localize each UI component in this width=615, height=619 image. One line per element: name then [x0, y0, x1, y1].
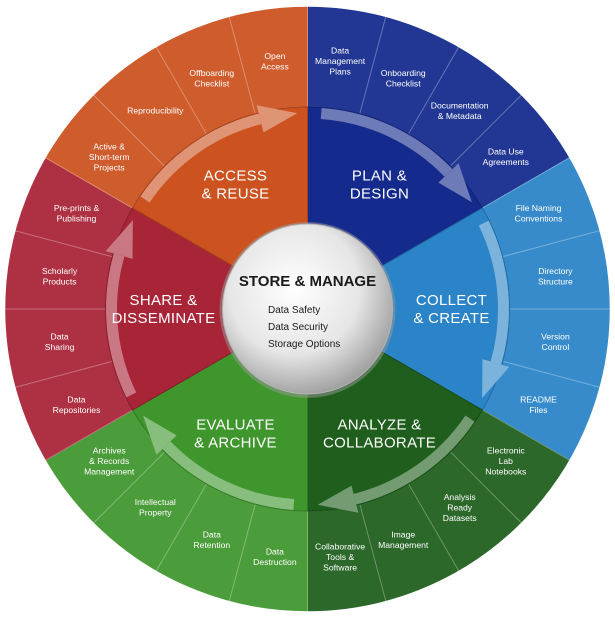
- subitem-label-plan-1-line-3: Plans: [329, 67, 351, 77]
- subitem-label-evaluate-4-line-3: Management: [84, 467, 135, 477]
- subitem-label-plan-3-line-2: & Metadata: [438, 111, 482, 121]
- segment-title-share-line-1: SHARE &: [130, 292, 198, 309]
- subitem-label-access-1-line-1: Active &: [93, 141, 125, 151]
- flow-arc-plan: [320, 107, 453, 177]
- subitem-label-access-4-line-2: Access: [261, 61, 289, 71]
- subitem-label-evaluate-4-line-1: Archives: [93, 446, 126, 456]
- subitem-label-collect-4-line-2: Files: [529, 405, 547, 415]
- flow-arrowhead-evaluate: [143, 415, 177, 455]
- subitem-label-share-4-line-1: Pre-prints &: [54, 203, 100, 213]
- subitem-label-share-2-line-2: Sharing: [45, 342, 75, 352]
- flow-arrowhead-analyze: [317, 485, 359, 513]
- subitem-label-analyze-4-line-3: Software: [323, 562, 357, 572]
- segment-title-plan-line-2: DESIGN: [350, 185, 409, 202]
- subitem-label-plan-2-line-1: Onboarding: [381, 68, 426, 78]
- subitem-label-share-3-line-2: Products: [43, 277, 77, 287]
- subitem-label-analyze-2-line-2: Ready: [447, 502, 473, 512]
- segment-title-access-line-1: ACCESS: [204, 167, 268, 184]
- segment-title-evaluate-line-1: EVALUATE: [196, 417, 275, 434]
- subitem-label-collect-3-line-1: Version: [541, 331, 570, 341]
- subitem-label-access-1-line-3: Projects: [94, 162, 125, 172]
- subitem-label-share-1-line-2: Repositories: [53, 405, 101, 415]
- subitem-label-analyze-1-line-1: Electronic: [487, 446, 525, 456]
- flow-arc-access: [140, 113, 262, 203]
- flow-arc-analyze: [353, 415, 475, 505]
- subitem-label-access-4-line-1: Open: [264, 51, 285, 61]
- subitem-label-collect-2-line-2: Structure: [538, 277, 573, 287]
- segment-title-analyze-line-2: COLLABORATE: [323, 435, 436, 452]
- flow-arrowhead-collect: [482, 359, 510, 398]
- subitem-label-analyze-3-line-1: Image: [391, 530, 415, 540]
- subitem-label-evaluate-3-line-2: Property: [139, 508, 172, 518]
- subitem-label-plan-4-line-1: Data Use: [488, 147, 524, 157]
- subitem-label-evaluate-2-line-1: Data: [203, 530, 221, 540]
- segment-title-collect-line-2: & CREATE: [413, 310, 489, 327]
- segment-title-plan-line-1: PLAN &: [352, 167, 407, 184]
- subitem-label-collect-2-line-1: Directory: [538, 266, 573, 276]
- subitem-label-access-1-line-2: Short-term: [89, 152, 130, 162]
- subitem-label-access-3-line-1: Offboarding: [189, 68, 234, 78]
- subitem-label-analyze-2-line-3: Datasets: [443, 513, 477, 523]
- subitem-label-access-3-line-2: Checklist: [194, 78, 229, 88]
- subitem-label-plan-2-line-2: Checklist: [386, 78, 421, 88]
- flow-arrowhead-plan: [438, 163, 472, 203]
- subitem-label-plan-4-line-2: Agreements: [483, 157, 529, 167]
- subitem-label-evaluate-4-line-2: & Records: [89, 456, 129, 466]
- subitem-label-share-1-line-1: Data: [67, 394, 85, 404]
- segment-title-analyze-line-1: ANALYZE &: [337, 417, 421, 434]
- subitem-label-share-3-line-1: Scholarly: [42, 266, 78, 276]
- flow-arrowhead-access: [256, 105, 298, 133]
- center-item-data-security: Data Security: [268, 322, 328, 333]
- center-item-data-safety: Data Safety: [268, 305, 320, 316]
- wheel-outline: [3, 5, 612, 613]
- subitem-label-share-4-line-2: Publishing: [57, 214, 97, 224]
- flow-arrowhead-share: [105, 220, 133, 259]
- subitem-label-access-2-line-1: Reproducibility: [127, 106, 184, 116]
- subitem-label-share-2-line-1: Data: [51, 331, 69, 341]
- subitem-label-analyze-4-line-1: Collaborative: [315, 541, 365, 551]
- flow-arc-collect: [478, 220, 509, 365]
- subitem-label-evaluate-1-line-1: Data: [266, 547, 284, 557]
- subitem-label-collect-3-line-2: Control: [542, 342, 570, 352]
- subitem-label-collect-4-line-1: README: [520, 394, 557, 404]
- subitem-label-evaluate-3-line-1: Intellectual: [135, 497, 176, 507]
- subitem-label-analyze-1-line-3: Notebooks: [485, 467, 526, 477]
- center-hub: STORE & MANAGE Data Safety Data Security…: [219, 222, 396, 398]
- subitem-label-analyze-3-line-2: Management: [378, 540, 429, 550]
- subitem-label-collect-1-line-2: Conventions: [515, 214, 563, 224]
- segment-title-access-line-2: & REUSE: [202, 185, 270, 202]
- subitem-label-plan-1-line-2: Management: [315, 56, 366, 66]
- center-item-storage-options: Storage Options: [268, 339, 340, 350]
- subitem-label-evaluate-1-line-2: Destruction: [253, 557, 297, 567]
- segment-title-share-line-2: DISSEMINATE: [112, 310, 216, 327]
- center-title: STORE & MANAGE: [239, 273, 376, 290]
- subitem-label-analyze-4-line-2: Tools &: [326, 552, 354, 562]
- flow-arc-share: [106, 253, 137, 398]
- subitem-label-analyze-2-line-1: Analysis: [444, 492, 476, 502]
- subitem-label-analyze-1-line-2: Lab: [499, 456, 514, 466]
- subitem-label-evaluate-2-line-2: Retention: [193, 540, 230, 550]
- segment-title-evaluate-line-2: & ARCHIVE: [194, 435, 277, 452]
- subitem-label-plan-1-line-1: Data: [331, 46, 349, 56]
- flow-arc-evaluate: [162, 441, 295, 511]
- subitem-label-collect-1-line-1: File Naming: [516, 203, 562, 213]
- subitem-label-plan-3-line-1: Documentation: [431, 100, 489, 110]
- segment-title-collect-line-1: COLLECT: [416, 292, 487, 309]
